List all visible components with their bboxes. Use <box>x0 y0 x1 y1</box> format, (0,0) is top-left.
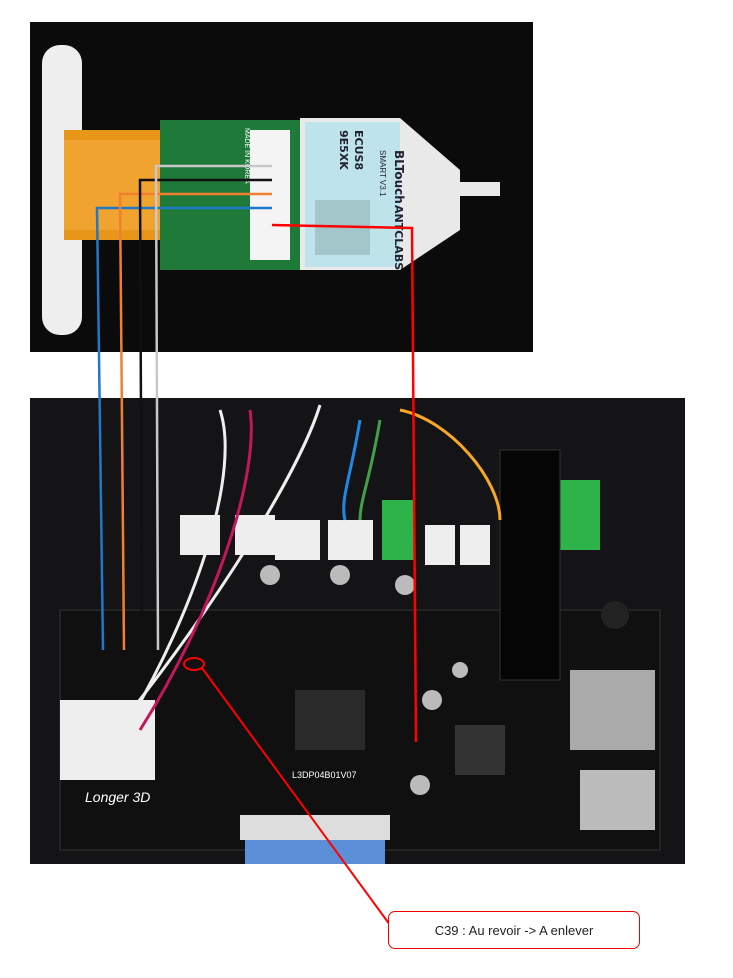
probe-code1: 9E5XK <box>337 130 350 170</box>
probe-origin: MADE IN KOREA <box>243 128 250 184</box>
probe-model: SMART V3.1 <box>378 150 387 197</box>
board-brand: Longer 3D <box>85 789 150 805</box>
wire-black <box>138 178 272 651</box>
callout-leader-line <box>201 667 391 926</box>
wire-blue <box>95 206 272 651</box>
probe-brand: BLTouch <box>392 150 406 204</box>
probe-maker: ANTCLABS <box>392 205 405 270</box>
wire-orange <box>118 192 272 651</box>
mcu-chip <box>295 690 365 750</box>
probe-code2: ECUS8 <box>352 130 365 170</box>
wire-grey <box>154 164 272 651</box>
wire-red <box>271 223 418 743</box>
mainboard: Longer 3D L3DP04B01V07 <box>59 404 661 864</box>
board-part-number: L3DP04B01V07 <box>292 770 357 780</box>
callout-text: C39 : Au revoir -> A enlever <box>434 922 594 938</box>
bltouch-wires <box>95 164 418 743</box>
endstop-connectors <box>60 700 155 780</box>
callout-c39: C39 : Au revoir -> A enlever <box>388 911 640 949</box>
bltouch-probe: BLTouch ANTCLABS SMART V3.1 ECUS8 9E5XK … <box>42 45 500 335</box>
c39-highlight <box>183 657 205 671</box>
